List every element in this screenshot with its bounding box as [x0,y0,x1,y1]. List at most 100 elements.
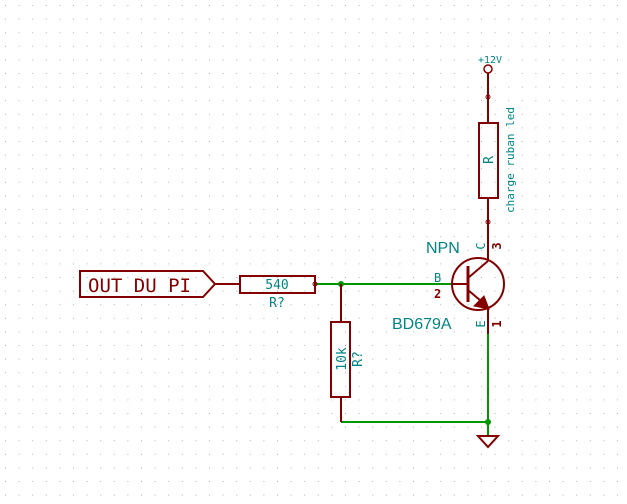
grid-dot [589,331,591,333]
grid-dot [440,100,442,102]
grid-dot [154,263,156,265]
grid-dot [168,195,170,197]
grid-dot [603,127,605,129]
grid-dot [59,127,61,129]
grid-dot [181,277,183,278]
grid-dot [113,290,115,292]
grid-dot [467,45,469,47]
grid-dot [399,481,401,482]
grid-dot [45,494,47,496]
grid-dot [576,494,578,496]
grid-dot [549,263,550,265]
grid-dot [426,481,428,482]
grid-dot [589,399,591,401]
grid-dot [127,249,129,251]
npn-transistor[interactable]: NPN BD679A B 2 C 3 E 1 [392,222,505,334]
grid-dot [86,100,88,102]
global-label[interactable]: OUT DU PI [79,270,240,298]
grid-dot [508,100,510,102]
grid-dot [32,481,34,482]
grid-dot [236,32,238,34]
grid-dot [209,100,210,102]
grid-dot [32,467,34,469]
grid-dot [549,86,550,88]
grid-dot [154,249,156,251]
grid-dot [249,290,251,292]
grid-dot [481,399,482,401]
grid-dot [521,141,523,142]
grid-dot [32,249,34,251]
grid-dot [521,453,523,455]
grid-dot [222,385,224,387]
grid-dot [113,249,115,251]
grid-dot [249,154,251,156]
grid-dot [562,45,564,47]
grid-dot [453,86,455,88]
grid-dot [290,249,292,251]
grid-dot [45,5,47,6]
grid-dot [113,304,115,306]
grid-dot [290,73,292,74]
grid-dot [589,127,591,129]
grid-dot [5,209,6,210]
grid-dot [236,385,238,387]
grid-dot [467,467,469,469]
grid-dot [195,331,197,333]
grid-dot [576,372,578,374]
grid-dot [18,440,20,442]
grid-dot [589,5,591,6]
grid-dot [154,277,156,278]
grid-dot [358,413,360,414]
grid-dot [304,331,306,333]
grid-dot [494,86,496,88]
pin-b-number: 2 [434,287,441,301]
grid-dot [18,73,20,74]
grid-dot [467,481,469,482]
grid-dot [481,249,482,251]
grid-dot [426,154,428,156]
grid-dot [195,304,197,306]
grid-dot [345,331,346,333]
grid-dot [345,209,346,210]
grid-dot [535,45,537,47]
resistor-led[interactable]: R charge ruban led [478,94,517,225]
grid-dot [589,277,591,278]
grid-dot [45,413,47,414]
grid-dot [86,18,88,20]
grid-dot [317,222,319,224]
grid-dot [617,481,618,482]
grid-dot [168,494,170,496]
grid-dot [426,290,428,292]
grid-dot [277,277,278,278]
grid-dot [32,113,34,115]
grid-dot [263,154,265,156]
grid-dot [181,440,183,442]
grid-dot [32,372,34,374]
grid-dot [59,290,61,292]
grid-dot [372,453,374,455]
grid-dot [195,141,197,142]
grid-dot [236,494,238,496]
grid-dot [263,345,265,346]
grid-dot [209,127,210,129]
grid-dot [481,32,482,34]
grid-dot [467,113,469,115]
grid-dot [331,32,333,34]
grid-dot [304,263,306,265]
grid-dot [481,467,482,469]
grid-dot [181,195,183,197]
dot-grid [5,5,618,496]
grid-dot [100,453,102,455]
power-flag[interactable]: +12V [478,55,502,97]
resistor-10k[interactable]: 10k R? [330,284,366,422]
grid-dot [154,222,156,224]
grid-dot [222,263,224,265]
grid-dot [617,18,618,20]
resistor-540[interactable]: 540 R? [239,275,318,311]
grid-dot [249,277,251,278]
grid-dot [222,372,224,374]
grid-dot [141,249,142,251]
grid-dot [535,345,537,346]
grid-dot [603,290,605,292]
ground-symbol[interactable] [475,435,501,449]
